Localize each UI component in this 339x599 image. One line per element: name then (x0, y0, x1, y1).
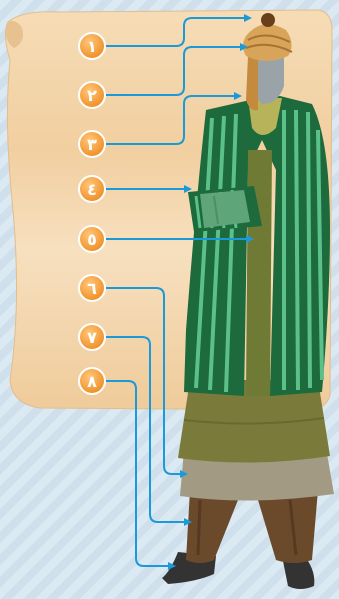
badge-7: ٧ (79, 324, 105, 350)
trousers (186, 490, 318, 563)
badge-3: ٣ (79, 131, 105, 157)
badge-6: ٦ (79, 275, 105, 301)
turban-top (261, 13, 275, 27)
badge-8: ٨ (79, 368, 105, 394)
badge-label: ١ (87, 37, 97, 56)
badge-label: ٣ (87, 135, 97, 154)
badge-1: ١ (79, 33, 105, 59)
badge-label: ٤ (87, 180, 97, 199)
badge-label: ٧ (87, 328, 97, 347)
badge-label: ٨ (87, 372, 97, 391)
badge-label: ٦ (87, 279, 97, 298)
hand (200, 190, 250, 228)
badge-2: ٢ (79, 82, 105, 108)
turban-tail (246, 56, 258, 110)
badge-4: ٤ (79, 176, 105, 202)
badge-5: ٥ (79, 226, 105, 252)
badge-label: ٥ (87, 230, 97, 249)
badge-label: ٢ (87, 86, 97, 105)
